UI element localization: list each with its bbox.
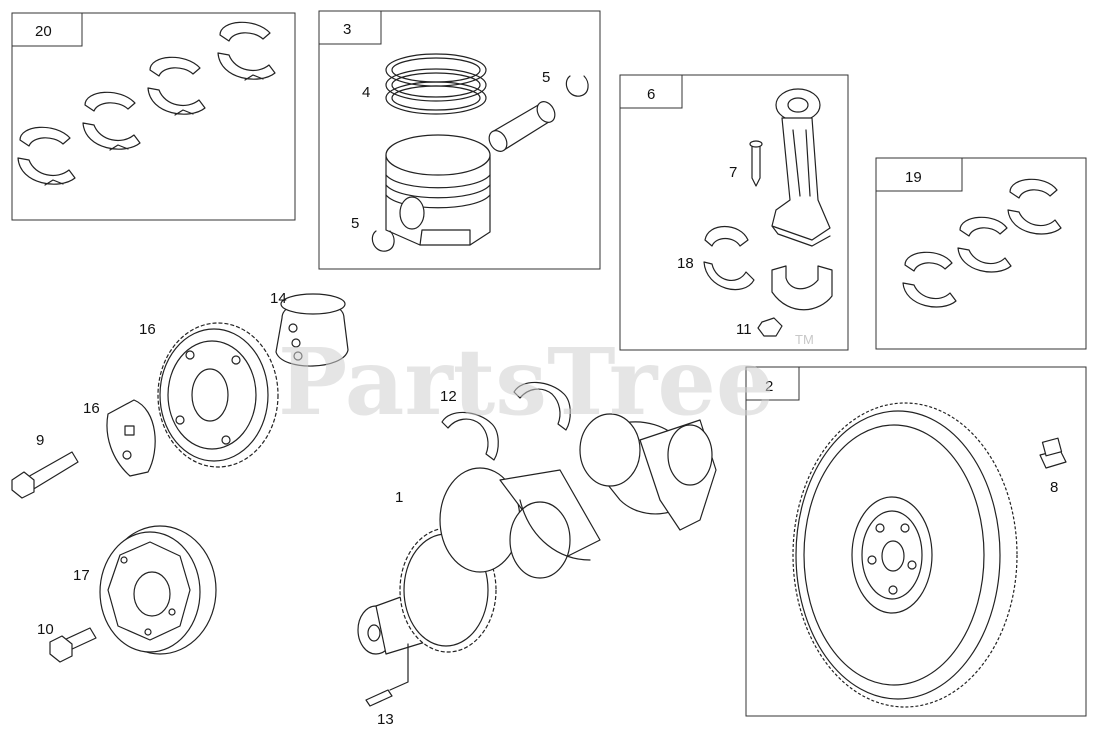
box-main-bearings: 20	[11, 12, 296, 221]
pulley	[99, 525, 217, 655]
box-piston-assembly: 3 4 5 5	[318, 10, 601, 270]
callout-gear-bolt: 9	[36, 432, 44, 449]
callout-cam-gear: 16	[139, 321, 156, 338]
bearing-shells-group	[17, 21, 276, 186]
box-number-tab	[745, 366, 800, 401]
callout-flywheel-bolt: 8	[1050, 479, 1058, 496]
callout-rod-bearing: 18	[677, 255, 694, 272]
callout-pulley-bolt: 10	[37, 621, 54, 638]
watermark-logo: PartsTree	[278, 328, 774, 436]
box-number-tab	[619, 74, 683, 109]
gear-bolt	[11, 451, 79, 499]
pulley-bolt	[49, 627, 97, 663]
gear-plate	[106, 399, 156, 477]
bearing-shell	[1007, 178, 1062, 235]
rod-cap	[771, 265, 833, 311]
connecting-rod	[771, 88, 831, 247]
piston	[385, 134, 491, 246]
callout-piston-rings: 4	[362, 84, 370, 101]
rod-pin	[749, 140, 763, 187]
callout-pulley: 17	[73, 567, 90, 584]
flywheel	[792, 402, 1018, 708]
callout-rod-pin: 7	[729, 164, 737, 181]
balancer-weight	[275, 293, 349, 367]
box-number: 20	[35, 23, 52, 40]
thrust-washers	[441, 381, 571, 461]
callout-crankshaft: 1	[395, 489, 403, 506]
rod-nut	[757, 317, 783, 337]
pin-clip-bottom	[371, 230, 395, 252]
box-number-tab	[318, 10, 382, 45]
callout-gear-plate: 16	[83, 400, 100, 417]
watermark-trademark: TM	[795, 332, 814, 347]
box-number: 3	[343, 21, 351, 38]
box-frame	[11, 12, 296, 221]
callout-rod-nut: 11	[736, 321, 752, 338]
bearing-shell	[217, 21, 276, 81]
piston-rings	[385, 53, 487, 115]
bearing-shell	[957, 216, 1012, 273]
pin-clip-top	[565, 75, 589, 97]
callout-piston-pin: 5	[542, 69, 550, 86]
box-number-tab	[875, 157, 963, 192]
bearing-shell	[902, 251, 957, 308]
callout-crank-key: 13	[377, 711, 394, 728]
bearing-shell	[82, 91, 141, 151]
box-flywheel: 2 8	[745, 366, 1087, 717]
piston-pin	[488, 101, 556, 152]
flywheel-bolt	[1039, 437, 1067, 469]
callout-pin-clip: 5	[351, 215, 359, 232]
crank-key	[365, 643, 409, 707]
rod-bearing	[703, 226, 755, 291]
cam-gear	[157, 322, 279, 468]
callout-balancer-weight: 14	[270, 290, 287, 307]
box-number: 2	[765, 378, 773, 395]
box-connecting-rod: 6 7 18 11	[619, 74, 849, 351]
crankshaft	[357, 413, 717, 655]
bearing-shell	[147, 56, 206, 116]
bearing-shell	[17, 126, 76, 186]
callout-thrust-washers: 12	[440, 388, 457, 405]
box-number: 6	[647, 86, 655, 103]
box-number: 19	[905, 169, 922, 186]
box-number-tab	[11, 12, 83, 47]
box-rod-bearings: 19	[875, 157, 1087, 350]
bearing-shells-group	[902, 178, 1062, 308]
